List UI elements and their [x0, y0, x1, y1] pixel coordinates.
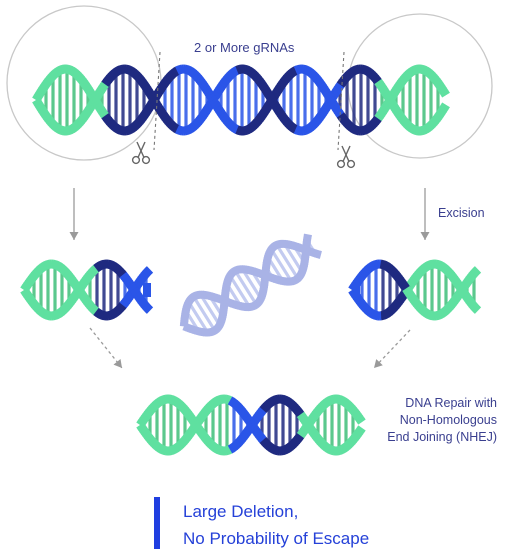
- dna-excised-strands: [179, 233, 322, 337]
- dna-fragment-left: [20, 259, 154, 321]
- down-arrow-icon: [69, 188, 79, 240]
- cut-site-right-line: [337, 51, 345, 151]
- dna-fragment-right: [348, 259, 482, 321]
- dna-helix-repaired: [136, 394, 366, 456]
- repair-label-line-1: DNA Repair with: [405, 396, 497, 410]
- repair-label-line-3: End Joining (NHEJ): [387, 430, 497, 444]
- excision-label: Excision: [438, 206, 485, 220]
- down-arrow-icon: [420, 188, 430, 240]
- dashed-arrow-icon: [89, 327, 123, 369]
- repair-label-line-2: Non-Homologous: [399, 413, 497, 427]
- cut-end-right: [352, 283, 360, 297]
- scissors-icon: [131, 141, 151, 165]
- nhej-repair-label: DNA Repair with Non-Homologous End Joini…: [372, 395, 497, 446]
- dna-excised-fragment: [179, 233, 322, 337]
- grna-label: 2 or More gRNAs: [194, 40, 295, 55]
- result-accent-bar: [154, 497, 160, 549]
- scissors-icon: [336, 145, 356, 169]
- cut-end-left: [143, 283, 151, 297]
- result-line-2: No Probability of Escape: [183, 529, 370, 548]
- dna-helix-target: [32, 64, 450, 136]
- cut-site-left-line: [153, 51, 161, 151]
- result-caption: Large Deletion, No Probability of Escape: [183, 498, 369, 552]
- dashed-arrow-icon: [373, 329, 411, 369]
- result-line-1: Large Deletion,: [183, 502, 299, 521]
